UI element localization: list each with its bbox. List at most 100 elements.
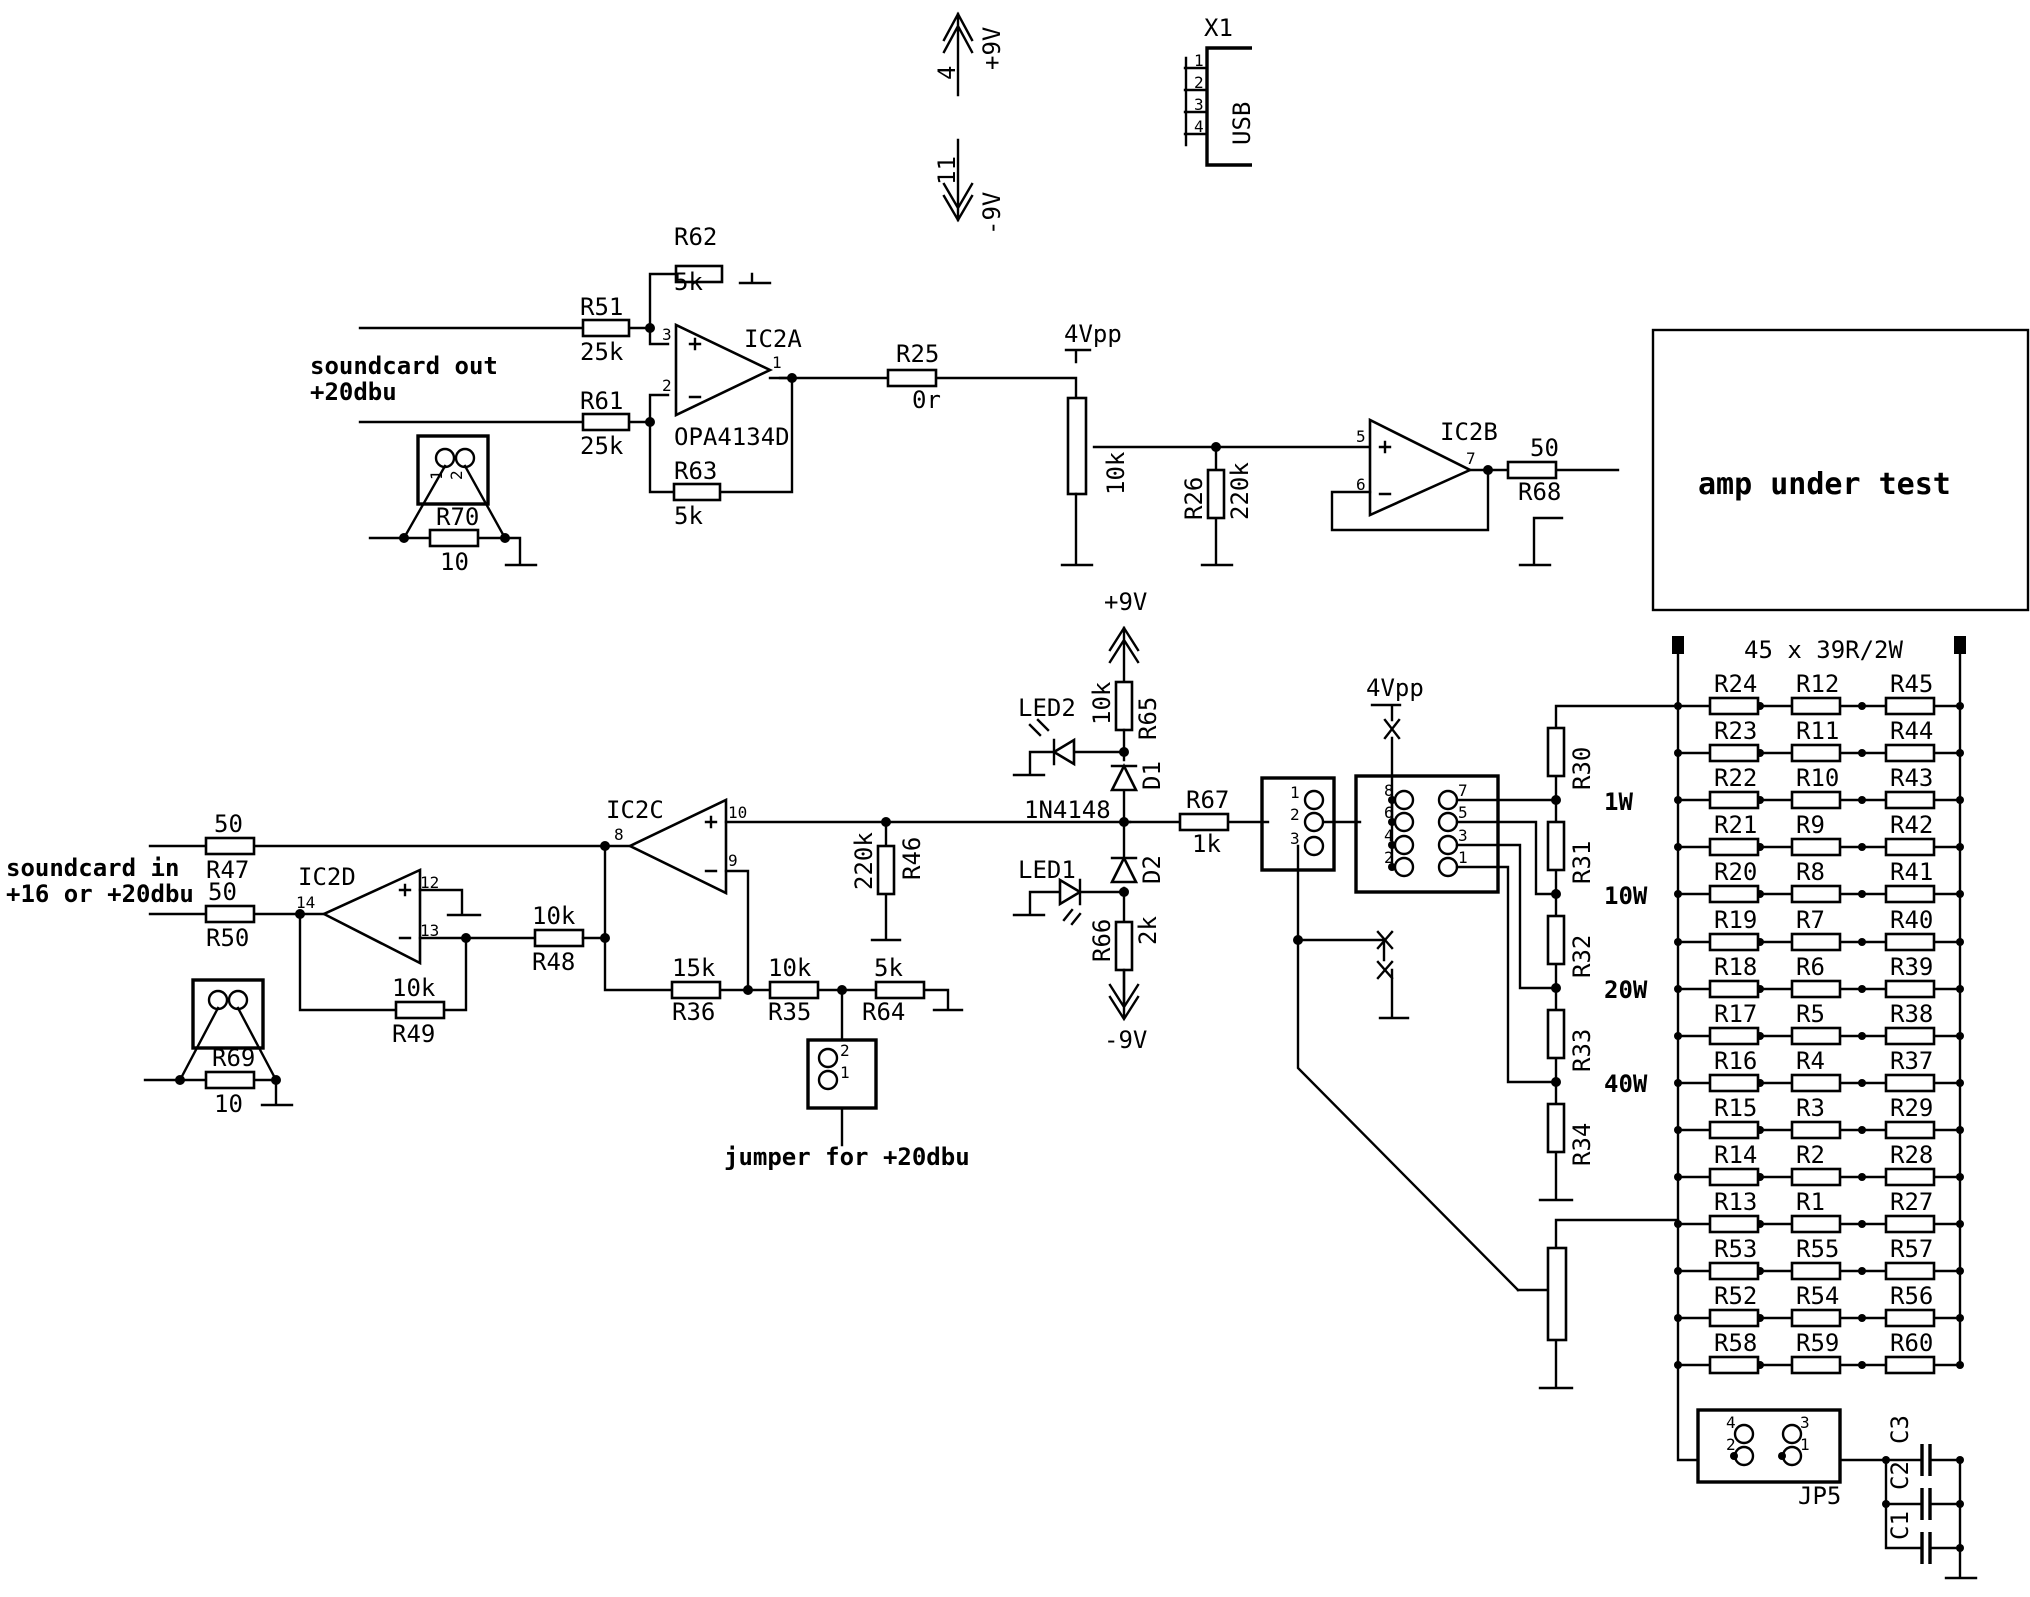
resistor-r19 — [1708, 932, 1760, 952]
svg-text:IC2A: IC2A — [744, 325, 802, 353]
svg-text:2: 2 — [1290, 805, 1300, 824]
svg-text:40W: 40W — [1604, 1070, 1648, 1098]
svg-text:5k: 5k — [674, 268, 703, 296]
resistor-label: R2 — [1796, 1141, 1825, 1169]
svg-text:R30: R30 — [1568, 747, 1596, 790]
trimmer-pot — [1546, 1246, 1568, 1342]
resistor-label: R12 — [1796, 670, 1839, 698]
input-connector-in — [191, 978, 265, 1050]
resistor-r57 — [1884, 1261, 1936, 1281]
resistor-label: R56 — [1890, 1282, 1933, 1310]
svg-text:11: 11 — [933, 156, 961, 185]
resistor-label: R60 — [1890, 1329, 1933, 1357]
amp-under-test-box — [1651, 328, 2030, 612]
potentiometer-level — [1066, 396, 1088, 496]
resistor-r60 — [1884, 1355, 1936, 1375]
resistor-r11 — [1790, 743, 1842, 763]
resistor-label: R13 — [1714, 1188, 1757, 1216]
resistor-label: R55 — [1796, 1235, 1839, 1263]
svg-text:50: 50 — [214, 810, 243, 838]
resistor-r4 — [1790, 1073, 1842, 1093]
svg-text:+16 or +20dbu: +16 or +20dbu — [6, 880, 194, 908]
resistor-label: R41 — [1890, 858, 1933, 886]
svg-text:25k: 25k — [580, 432, 624, 460]
resistor-r69 — [204, 1070, 256, 1090]
svg-text:3: 3 — [662, 325, 672, 344]
resistor-r22 — [1708, 790, 1760, 810]
resistor-label: R42 — [1890, 811, 1933, 839]
resistor-label: R10 — [1796, 764, 1839, 792]
resistor-label: R37 — [1890, 1047, 1933, 1075]
svg-text:1: 1 — [1458, 848, 1468, 867]
svg-text:8: 8 — [1384, 781, 1394, 800]
svg-text:C3: C3 — [1886, 1415, 1914, 1444]
resistor-r27 — [1884, 1214, 1936, 1234]
resistor-label: R44 — [1890, 717, 1933, 745]
svg-text:R69: R69 — [212, 1044, 255, 1072]
svg-text:R26: R26 — [1180, 477, 1208, 520]
svg-text:soundcard in: soundcard in — [6, 854, 179, 882]
resistor-label: R20 — [1714, 858, 1757, 886]
resistor-r55 — [1790, 1261, 1842, 1281]
svg-text:1: 1 — [1194, 51, 1204, 70]
svg-text:220k: 220k — [850, 832, 878, 890]
svg-text:R70: R70 — [436, 503, 479, 531]
svg-text:5: 5 — [1458, 803, 1468, 822]
svg-text:R67: R67 — [1186, 786, 1229, 814]
resistor-r31 — [1546, 820, 1566, 872]
resistor-r3 — [1790, 1120, 1842, 1140]
resistor-label: R5 — [1796, 1000, 1825, 1028]
svg-text:R68: R68 — [1518, 478, 1561, 506]
svg-text:4Vpp: 4Vpp — [1366, 674, 1424, 702]
svg-text:10: 10 — [214, 1090, 243, 1118]
resistor-r50 — [204, 904, 256, 924]
svg-text:LED2: LED2 — [1018, 694, 1076, 722]
resistor-r29 — [1884, 1120, 1936, 1140]
svg-text:OPA4134D: OPA4134D — [674, 423, 790, 451]
svg-text:R32: R32 — [1568, 935, 1596, 978]
svg-text:25k: 25k — [580, 338, 624, 366]
svg-text:2: 2 — [1384, 848, 1394, 867]
resistor-r49 — [394, 1000, 446, 1020]
svg-text:6: 6 — [1384, 803, 1394, 822]
svg-text:D2: D2 — [1138, 855, 1166, 884]
resistor-r24 — [1708, 696, 1760, 716]
svg-text:R31: R31 — [1568, 841, 1596, 884]
resistor-label: R45 — [1890, 670, 1933, 698]
svg-text:R65: R65 — [1134, 697, 1162, 740]
resistor-r67 — [1178, 812, 1230, 832]
resistor-label: R53 — [1714, 1235, 1757, 1263]
svg-text:2: 2 — [447, 470, 466, 480]
jumper-jp5 — [1696, 1408, 1842, 1484]
svg-text:10k: 10k — [768, 954, 812, 982]
resistor-label: R14 — [1714, 1141, 1757, 1169]
resistor-label: R38 — [1890, 1000, 1933, 1028]
svg-text:14: 14 — [296, 893, 315, 912]
svg-text:R66: R66 — [1088, 919, 1116, 962]
svg-text:1: 1 — [1290, 783, 1300, 802]
resistor-label: R54 — [1796, 1282, 1839, 1310]
resistor-r48 — [533, 928, 585, 948]
resistor-r51 — [581, 318, 631, 338]
svg-text:10k: 10k — [392, 974, 436, 1002]
load-bank: 45 x 39R/2W R30 R31 R32 R33 R34 1W 10W 2… — [1516, 636, 1978, 1580]
resistor-label: R28 — [1890, 1141, 1933, 1169]
resistor-label: R52 — [1714, 1282, 1757, 1310]
svg-text:R47: R47 — [206, 856, 249, 884]
svg-text:1: 1 — [840, 1063, 850, 1082]
svg-text:1: 1 — [772, 353, 782, 372]
resistor-r38 — [1884, 1026, 1936, 1046]
diode-d2 — [1109, 855, 1139, 884]
svg-text:220k: 220k — [1226, 462, 1254, 520]
resistor-r42 — [1884, 837, 1936, 857]
resistor-r45 — [1884, 696, 1936, 716]
svg-text:R50: R50 — [206, 924, 249, 952]
resistor-label: R19 — [1714, 906, 1757, 934]
resistor-r8 — [1790, 884, 1842, 904]
output-stage: soundcard out +20dbu R51 25k R61 25k R62… — [310, 223, 2030, 612]
resistor-r20 — [1708, 884, 1760, 904]
resistor-r46 — [876, 844, 896, 896]
svg-text:IC2C: IC2C — [606, 796, 664, 824]
svg-text:5k: 5k — [674, 502, 703, 530]
